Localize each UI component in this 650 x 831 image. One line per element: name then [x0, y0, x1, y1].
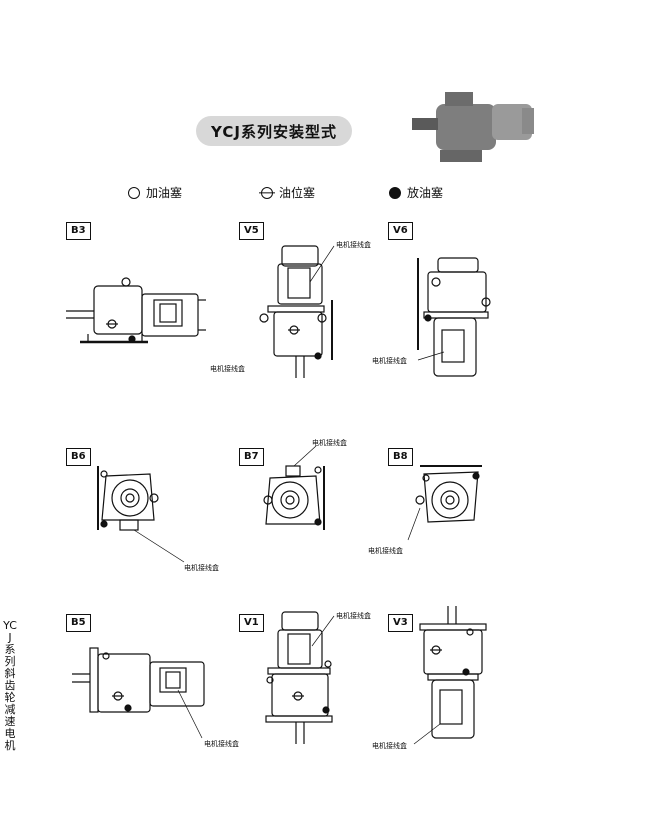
diagram-v6	[417, 257, 491, 377]
diagram-v3	[413, 606, 487, 745]
terminal-box-label-b7: 电机接线盒	[312, 439, 347, 447]
mount-code-v6: V6	[388, 222, 413, 240]
terminal-box-label-v5: 电机接线盒	[336, 241, 371, 249]
terminal-box-label-b5: 电机接线盒	[204, 740, 239, 748]
terminal-box-label-b8: 电机接线盒	[368, 547, 403, 555]
diagram-b7	[263, 445, 325, 530]
diagram-v5	[259, 245, 335, 378]
legend-fill-plug: 加油塞	[128, 184, 182, 201]
legend-level-plug: 油位塞	[261, 184, 315, 201]
mount-code-v3: V3	[388, 614, 413, 632]
mount-code-v5: V5	[239, 222, 264, 240]
mount-code-b6: B6	[66, 448, 91, 466]
legend-label: 油位塞	[279, 186, 316, 200]
legend-label: 加油塞	[146, 186, 183, 200]
mount-code-v1: V1	[239, 614, 264, 632]
diagram-b8	[407, 465, 482, 541]
diagram-b6	[97, 466, 185, 563]
side-caption: YCJ系列斜齿轮减速电机	[3, 619, 17, 752]
terminal-box-label-v3: 电机接线盒	[372, 742, 407, 750]
legend-label: 放油塞	[407, 186, 444, 200]
page-title: YCJ系列安装型式	[196, 116, 352, 146]
diagram-v1	[265, 611, 335, 744]
terminal-box-label-v6: 电机接线盒	[372, 357, 407, 365]
mount-code-b5: B5	[66, 614, 91, 632]
mount-code-b8: B8	[388, 448, 413, 466]
level-plug-icon	[261, 186, 273, 199]
diagram-b5	[72, 647, 205, 739]
legend-drain-plug: 放油塞	[389, 184, 443, 201]
terminal-box-label-b3: 电机接线盒	[210, 365, 245, 373]
mount-code-b3: B3	[66, 222, 91, 240]
diagram-b3	[66, 277, 206, 344]
terminal-box-label-b6: 电机接线盒	[184, 564, 219, 572]
mount-code-b7: B7	[239, 448, 264, 466]
terminal-box-label-v1: 电机接线盒	[336, 612, 371, 620]
fill-plug-icon	[128, 186, 140, 199]
drain-plug-icon	[389, 186, 401, 199]
